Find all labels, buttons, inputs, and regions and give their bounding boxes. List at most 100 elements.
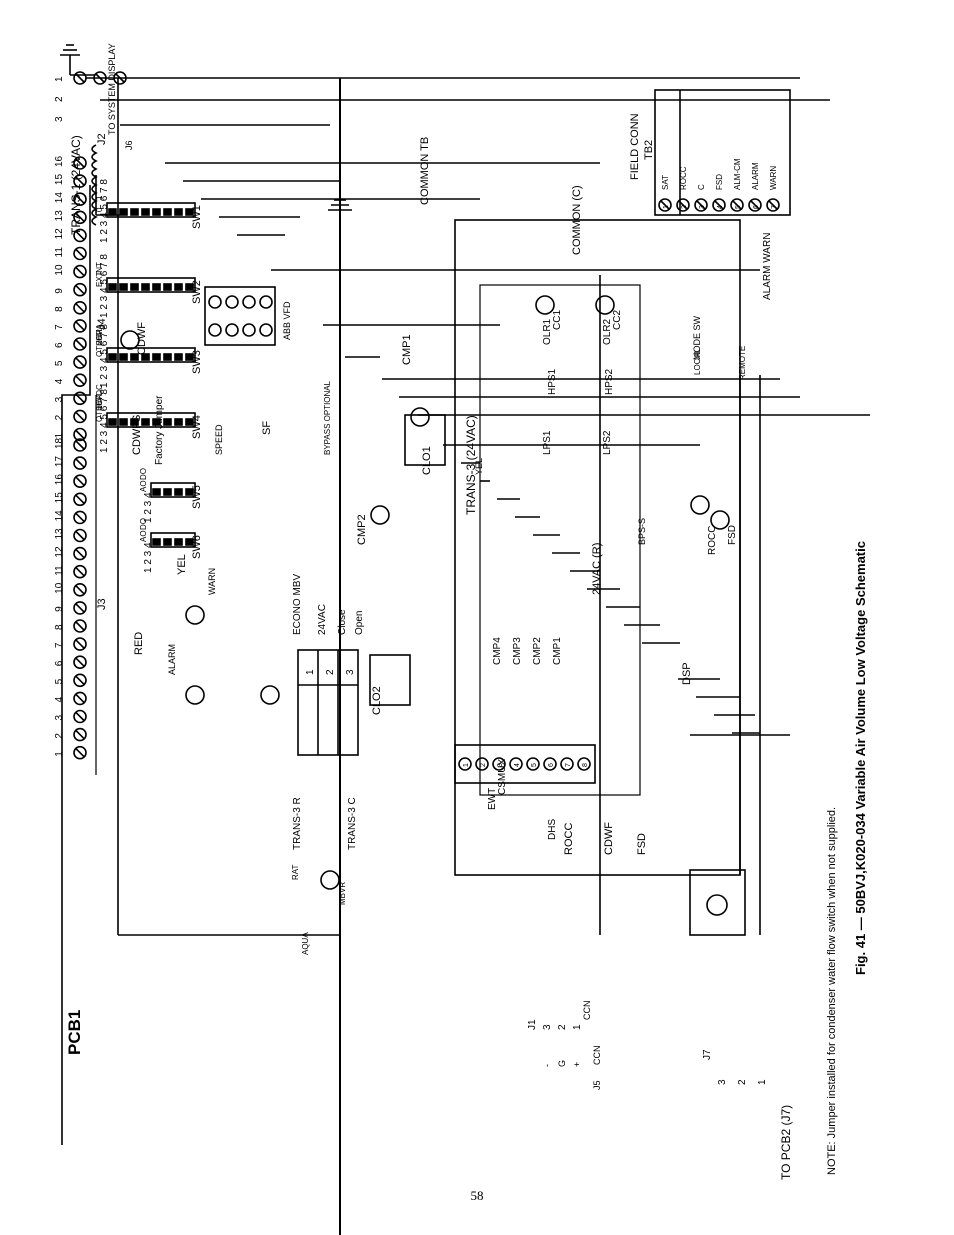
- sf-relay: [260, 685, 280, 705]
- dip-switch-positions: 1 2 3 4: [143, 542, 154, 573]
- j4-terminal-number: 13: [54, 210, 65, 222]
- j4-terminal-number: 7: [54, 324, 65, 330]
- vac-r-label: 24VAC (R): [591, 543, 603, 595]
- j3-terminal-number: 15: [54, 492, 65, 504]
- dip-switch-off-label: EXT: [95, 271, 104, 287]
- econo-mbv-box: [297, 649, 359, 756]
- cc1-contactor: [535, 295, 555, 315]
- ccn2-label: CCN: [592, 1046, 602, 1066]
- csmux-terminal: [492, 757, 506, 771]
- warn-light: [185, 605, 205, 625]
- j4-terminal: [73, 174, 87, 188]
- j4-terminal-number: 10: [54, 264, 65, 276]
- lps1-label: LPS1: [542, 430, 553, 455]
- dip-switch-off-label: OTHER: [95, 394, 104, 422]
- j3-terminal: [73, 474, 87, 489]
- tb2-terminal-number: 7: [771, 205, 778, 209]
- csmux-terminal: [509, 757, 523, 771]
- lps2-label: LPS2: [602, 430, 613, 455]
- dip-switch-on-label: 10VDC: [95, 384, 104, 410]
- vfd-terminal: [225, 295, 239, 309]
- dip-switch-sw5: [150, 482, 196, 498]
- cmp1-label: CMP1: [401, 334, 413, 365]
- j4-terminal: [73, 391, 87, 406]
- dip-switch-sw4: [106, 412, 196, 428]
- bps-s-label: BPS-S: [637, 518, 647, 545]
- dip-switch-positions: 1 2 3 4 5 6 7 8: [99, 179, 110, 243]
- dip-switch-on-label: DO: [139, 518, 148, 530]
- yel-wire-label: YEL: [474, 458, 484, 475]
- fsd-relay: [710, 510, 730, 530]
- open-label: Open: [354, 611, 365, 635]
- j3-terminal-number: 16: [54, 474, 65, 486]
- tb2-label: TB2: [643, 140, 655, 160]
- remote-label: REMOTE: [738, 346, 747, 380]
- rocc-relay: [690, 495, 710, 515]
- mbvr-relay: [320, 870, 340, 890]
- dsp-label: DSP: [681, 662, 693, 685]
- csmux-terminal-number: 6: [548, 763, 555, 767]
- dip-switch-sw2: [106, 277, 196, 293]
- dip-switch-on-label: 20MA: [95, 323, 104, 345]
- j6-label: J6: [124, 140, 134, 150]
- j4-terminal: [73, 427, 87, 442]
- j1-label: J1: [527, 1019, 538, 1030]
- tb2-terminal-number: 5: [735, 205, 742, 209]
- cmp2b-label: CMP2: [532, 637, 543, 665]
- j4-terminal: [73, 246, 87, 261]
- j4-terminal-number: 12: [54, 228, 65, 240]
- j4-terminal: [73, 156, 87, 170]
- j3-terminal: [73, 655, 87, 670]
- tb2-terminal-label: SAT: [661, 175, 670, 190]
- cdwf-relay: [120, 330, 140, 350]
- dip-switch-name: SW3: [191, 350, 203, 374]
- j3-terminal-number: 5: [54, 678, 65, 684]
- cmp2-label: CMP2: [356, 514, 368, 545]
- field-conn-label: FIELD CONN: [629, 113, 641, 180]
- dip-switch-off-label: AO: [139, 530, 148, 542]
- dip-switch-off-label: OTHER: [95, 329, 104, 357]
- sf-label: SF: [261, 421, 273, 435]
- j4-terminal-number: 3: [54, 396, 65, 402]
- j4-terminal: [73, 282, 87, 297]
- local-label: LOCAL: [693, 348, 702, 375]
- hps2-label: HPS2: [604, 368, 615, 395]
- tb2-terminal-label: FSD: [715, 174, 724, 190]
- j3-terminal: [73, 510, 87, 525]
- alarm-light: [185, 685, 205, 705]
- tb2-terminals: [658, 198, 780, 212]
- j2-terminal-number: 3: [54, 116, 65, 122]
- csmux-terminal-number: 5: [531, 763, 538, 767]
- trans1-label: TRANS-1 (24VAC): [69, 135, 83, 235]
- cmp1b-label: CMP1: [552, 637, 563, 665]
- econo-mbv-terminal-number: 1: [305, 669, 316, 675]
- dip-switch-positions: 1 2 3 4 5 6 7 8: [99, 324, 110, 388]
- j4-terminal: [73, 373, 87, 388]
- cc2-contactor: [595, 295, 615, 315]
- vfd-terminal: [208, 295, 222, 309]
- olr2-label: OLR2: [602, 318, 613, 345]
- trans3-24vac-loop: [479, 284, 641, 796]
- cdwfs-label: CDWFS: [131, 415, 143, 455]
- ground-symbol-pcb1: [60, 44, 95, 76]
- j3-terminal-number: 14: [54, 510, 65, 522]
- fsd-label: FSD: [636, 833, 648, 855]
- csmux-terminal-number: 8: [582, 763, 589, 767]
- j3-terminal-number: 7: [54, 642, 65, 648]
- csmux-terminal-number: 3: [497, 763, 504, 767]
- vfd-terminal: [208, 323, 222, 337]
- tb2-terminal-label: ROCC: [679, 166, 688, 190]
- j7-terminal-number: 3: [717, 1079, 728, 1085]
- j3-terminal: [73, 673, 87, 688]
- dip-switch-sw6: [150, 532, 196, 548]
- csmux-label: CSMUX: [497, 759, 508, 795]
- j4-terminal: [73, 264, 87, 279]
- j4-terminal-number: 11: [54, 247, 65, 258]
- cmp1-relay: [410, 407, 430, 427]
- j4-terminal-number: 16: [54, 155, 65, 167]
- j3-terminal-number: 12: [54, 546, 65, 558]
- dhs-label: DHS: [547, 819, 558, 840]
- j4-terminal: [73, 337, 87, 351]
- trans1-coil: [91, 144, 98, 226]
- tb2-terminal-number: 4: [717, 205, 724, 209]
